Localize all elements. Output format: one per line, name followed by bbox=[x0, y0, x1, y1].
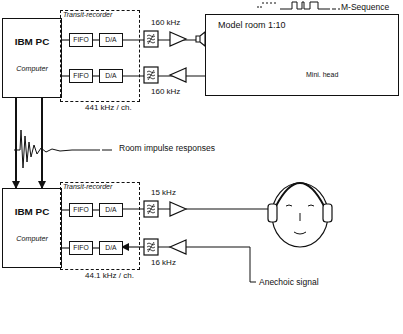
process-box: Model room 1:10Mini. head bbox=[205, 14, 399, 96]
node-text: FIFO bbox=[70, 72, 92, 79]
node-text: Computer bbox=[3, 65, 61, 73]
annotation-label: 441 kHz / ch. bbox=[84, 104, 133, 113]
m-sequence-wave bbox=[280, 2, 330, 9]
node-text: Model room 1:10 bbox=[218, 21, 286, 31]
process-box: D/A bbox=[99, 203, 123, 217]
process-box: D/A bbox=[99, 33, 123, 47]
process-box: D/A bbox=[99, 69, 123, 83]
annotation-label: 160 kHz bbox=[150, 19, 181, 28]
amplifier-symbol bbox=[170, 240, 186, 254]
connector bbox=[62, 39, 69, 40]
node-text: Transit-recorder bbox=[63, 11, 112, 19]
node-text: D/A bbox=[100, 36, 122, 43]
amplifier-symbol bbox=[170, 32, 186, 46]
node-text: FIFO bbox=[70, 36, 92, 43]
node-text: FIFO bbox=[70, 206, 92, 213]
impulse-response bbox=[14, 130, 100, 168]
annotation-label: 44.1 kHz / ch. bbox=[84, 272, 135, 281]
node-text: D/A bbox=[100, 244, 122, 251]
process-box: FIFO bbox=[69, 33, 93, 47]
connector bbox=[62, 209, 69, 210]
speaker-symbol bbox=[196, 32, 205, 46]
connector bbox=[62, 75, 69, 76]
node-text: FIFO bbox=[70, 244, 92, 251]
leader-line bbox=[250, 247, 256, 282]
process-box: FIFO bbox=[69, 203, 93, 217]
node-text: Mini. head bbox=[306, 71, 338, 79]
process-box: IBM PC Computer bbox=[2, 188, 62, 268]
process-box: IBM PC Computer bbox=[2, 18, 62, 98]
connector bbox=[123, 75, 205, 76]
connector bbox=[41, 98, 43, 188]
node-text: D/A bbox=[100, 206, 122, 213]
amplifier-symbol bbox=[170, 202, 186, 216]
node-text: D/A bbox=[100, 72, 122, 79]
annotation-label: 160 kHz bbox=[150, 88, 181, 97]
connector bbox=[123, 39, 205, 40]
annotation-label: Room impulse responses bbox=[118, 144, 216, 153]
annotation-label: 15 kHz bbox=[150, 189, 177, 198]
process-box: FIFO bbox=[69, 241, 93, 255]
node-text: Transit-recorder bbox=[63, 183, 112, 191]
annotation-label: 16 kHz bbox=[150, 259, 177, 268]
recorder-group: Transit-recorderFIFO D/A FIFO D/A bbox=[60, 10, 140, 102]
node-text: Computer bbox=[3, 235, 61, 243]
annotation-label: Anechoic signal bbox=[258, 278, 320, 287]
process-box: D/A bbox=[99, 241, 123, 255]
recorder-group: Transit-recorderFIFO D/A FIFO D/A bbox=[60, 182, 140, 270]
connector bbox=[62, 247, 69, 248]
listener-headphones bbox=[268, 183, 332, 247]
node-text: IBM PC bbox=[3, 207, 61, 218]
connector bbox=[15, 98, 17, 188]
annotation-label: M-Sequence bbox=[340, 3, 390, 12]
process-box: FIFO bbox=[69, 69, 93, 83]
amplifier-symbol bbox=[170, 68, 186, 82]
node-text: IBM PC bbox=[3, 37, 61, 48]
